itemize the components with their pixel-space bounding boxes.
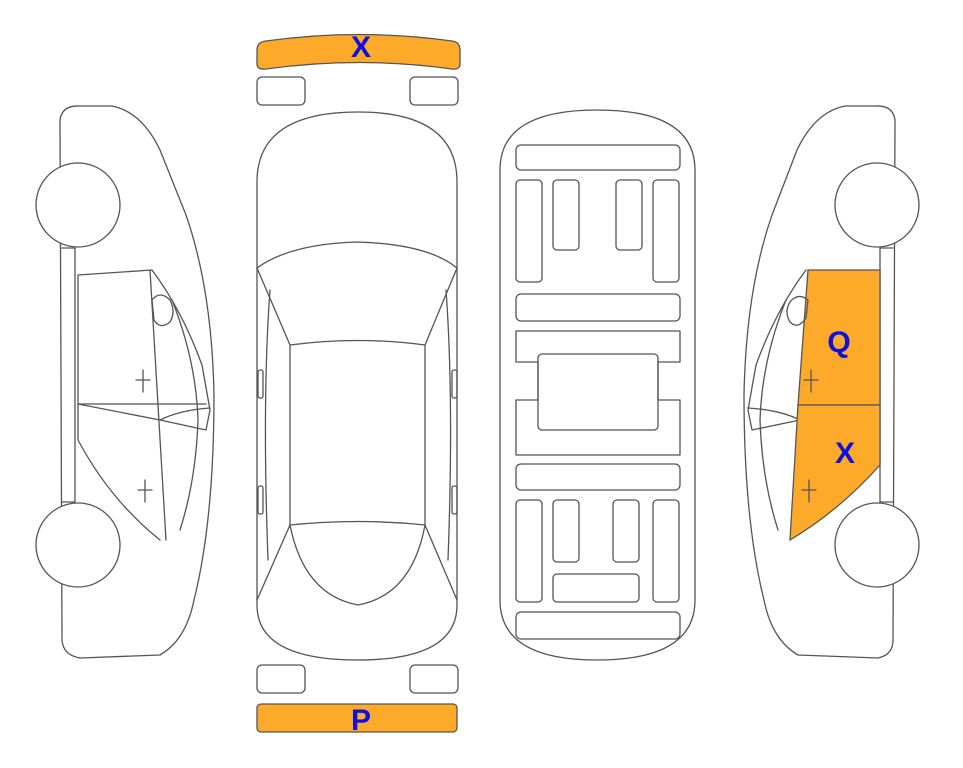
front-bumper-highlight (256, 33, 461, 70)
right-front-wheel (834, 162, 920, 248)
right-front-door-label: Q (827, 326, 850, 359)
front-bumper-label: X (351, 31, 371, 64)
car-right-side-view: Q X (743, 105, 920, 659)
left-front-wheel (35, 162, 121, 248)
car-top-view: X P (256, 31, 461, 737)
left-rear-wheel (35, 502, 121, 588)
right-rear-door-highlight (789, 404, 881, 542)
car-underbody-view (499, 109, 696, 661)
right-rear-wheel (834, 502, 920, 588)
rear-bumper-label: P (351, 704, 371, 737)
car-left-side-view (35, 105, 215, 659)
rear-bumper-highlight (256, 703, 458, 733)
right-rear-door-label: X (835, 437, 855, 470)
